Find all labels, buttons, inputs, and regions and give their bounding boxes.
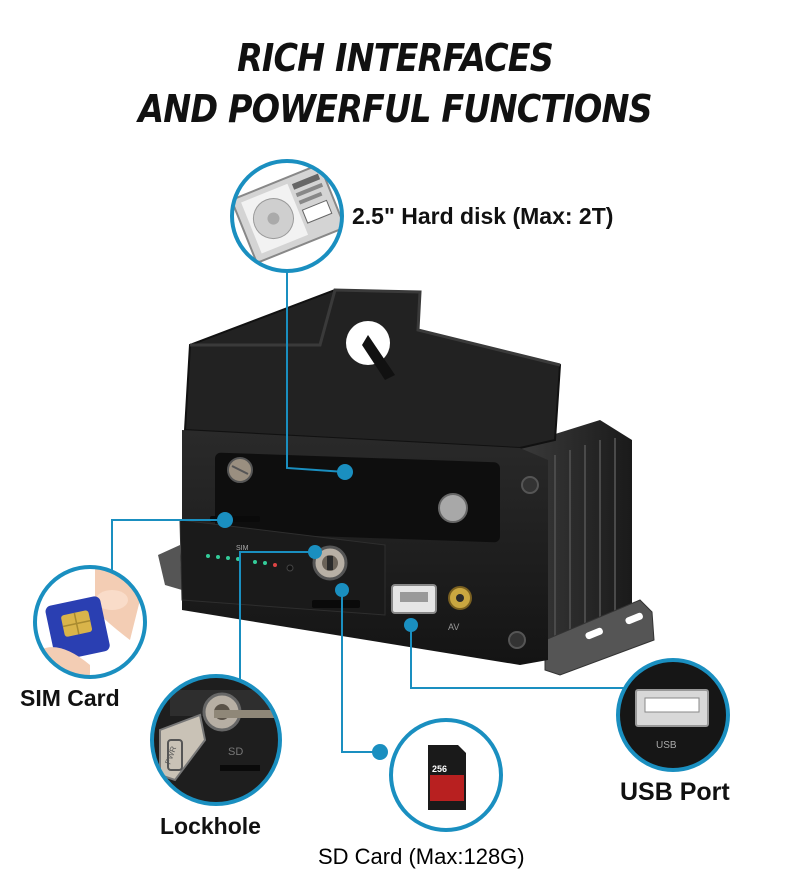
hdd-bay <box>215 452 500 543</box>
inset-sd-label: SD <box>228 746 243 758</box>
inset-usb-port: USB <box>616 658 730 772</box>
label-lockhole: Lockhole <box>160 813 261 839</box>
sd-slot <box>312 600 360 608</box>
line-sim <box>111 519 225 580</box>
line-hdd <box>286 232 346 473</box>
thumb-screw-right <box>438 493 468 523</box>
label-sd-card: SD Card (Max:128G) <box>318 844 525 869</box>
sd-card-capacity: 256 <box>432 764 447 774</box>
heading-line-1: RICH INTERFACES <box>237 36 554 80</box>
status-leds <box>206 554 294 572</box>
label-sim-card: SIM Card <box>20 685 120 711</box>
label-usb-port: USB Port <box>620 778 730 806</box>
hdd-tray-lid <box>183 288 562 450</box>
line-usb <box>410 625 660 689</box>
line-sd <box>341 590 380 753</box>
inset-usb-label: USB <box>656 740 677 751</box>
heading-line-2: AND POWERFUL FUNCTIONS <box>138 87 652 131</box>
mount-bracket-left <box>158 545 182 590</box>
callout-lines <box>111 232 660 753</box>
control-panel <box>179 519 386 616</box>
heatsink-fins <box>554 438 616 650</box>
line-lock <box>239 551 315 680</box>
label-hard-disk: 2.5" Hard disk (Max: 2T) <box>352 203 614 229</box>
inset-sim-card <box>33 565 147 679</box>
av-label: AV <box>448 622 459 632</box>
inset-sd-card: 256 <box>389 718 503 832</box>
inset-hard-disk <box>230 159 344 273</box>
inset-lockhole: PWR SD <box>150 674 282 806</box>
dvr-device: SIM AV <box>158 288 655 676</box>
sim-slot-label: SIM <box>236 545 249 552</box>
